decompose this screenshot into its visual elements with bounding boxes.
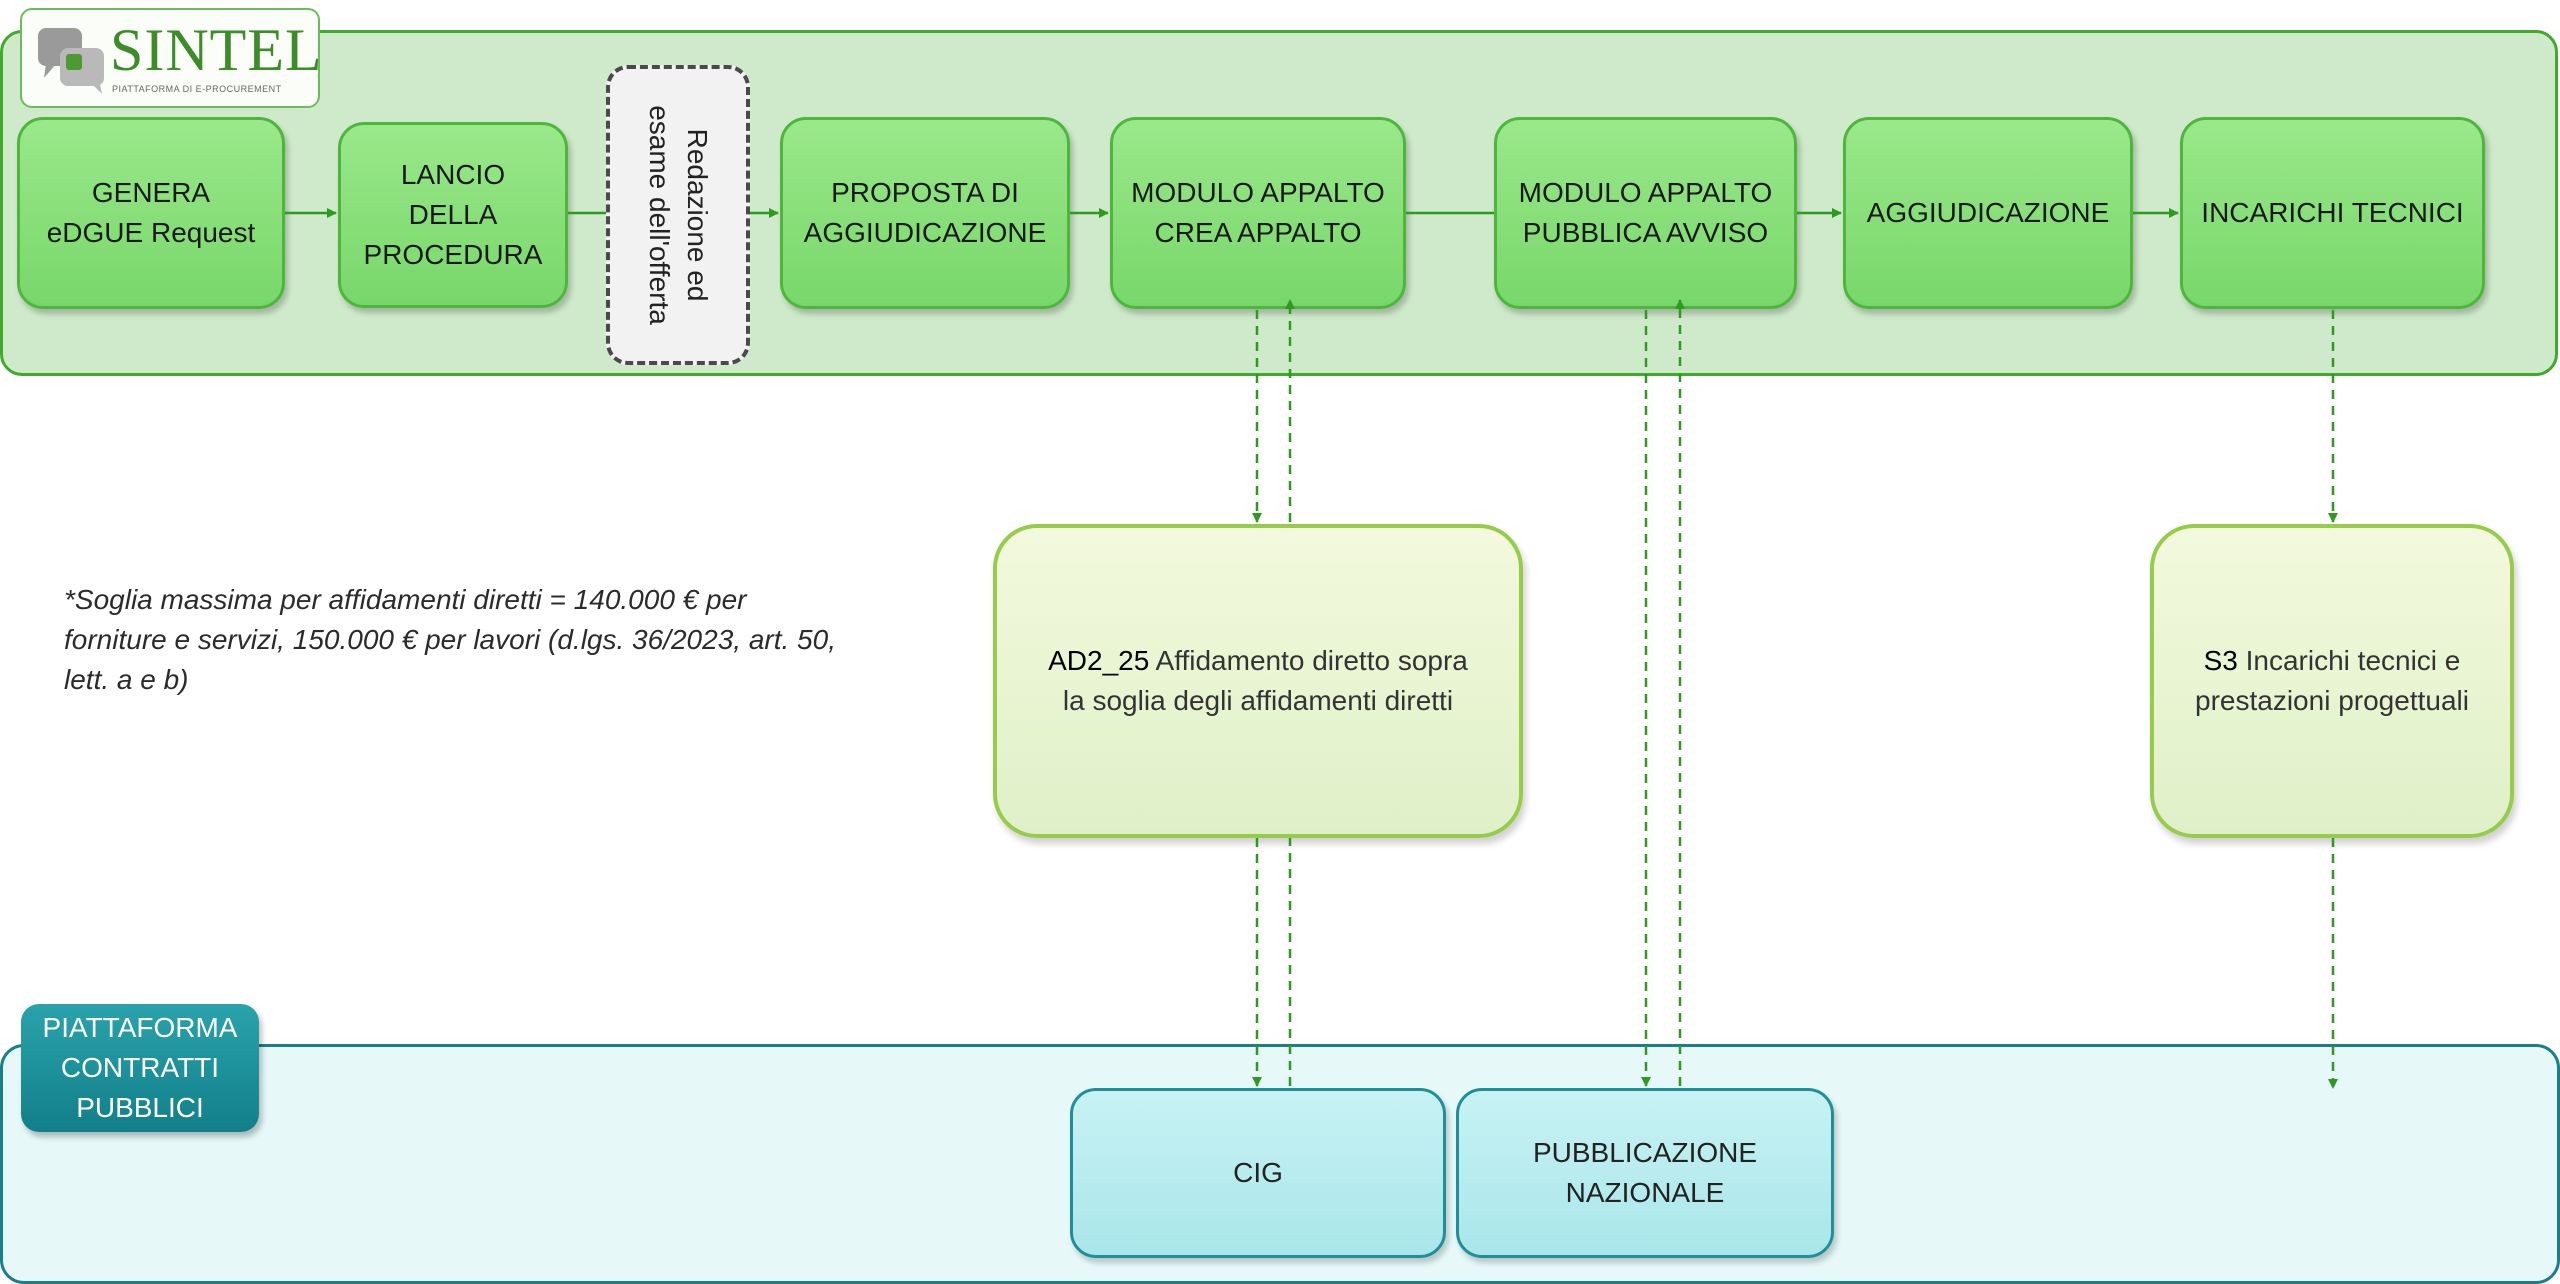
card-code: AD2_25 (1048, 645, 1150, 676)
step-label-line: PROPOSTA DI (831, 177, 1019, 208)
step-lancio-della-procedura: LANCIO DELLA PROCEDURA (338, 122, 568, 308)
card-text: Incarichi tecnici e (2245, 645, 2461, 676)
step-label-line: PUBBLICA AVVISO (1522, 217, 1769, 248)
step-label-line: PROCEDURA (363, 239, 543, 270)
step-label-line: AGGIUDICAZIONE (803, 217, 1047, 248)
step-label-line: esame dell'offerta (644, 105, 675, 325)
output-cig: CIG (1070, 1088, 1446, 1258)
platform-label-line: CONTRATTI (60, 1052, 220, 1083)
step-label-line: Redazione ed (682, 128, 713, 302)
step-label-line: eDGUE Request (46, 217, 256, 248)
step-incarichi-tecnici: INCARICHI TECNICI (2180, 117, 2485, 309)
step-redazione-esame-offerta (606, 65, 750, 365)
step-aggiudicazione: AGGIUDICAZIONE (1843, 117, 2133, 309)
platform-label-line: PIATTAFORMA (42, 1012, 238, 1043)
card-ad2-25: AD2_25 Affidamento diretto sopra la sogl… (993, 524, 1523, 838)
card-text: Affidamento diretto sopra (1155, 645, 1468, 676)
card-s3: S3 Incarichi tecnici e prestazioni proge… (2150, 524, 2514, 838)
step-label-line: AGGIUDICAZIONE (1866, 197, 2110, 228)
card-code: S3 (2203, 645, 2238, 676)
output-label-line: NAZIONALE (1565, 1177, 1725, 1208)
output-label: CIG (1233, 1157, 1283, 1188)
step-label-line: LANCIO (400, 159, 506, 190)
step-proposta-di-aggiudicazione: PROPOSTA DI AGGIUDICAZIONE (780, 117, 1070, 309)
step-modulo-appalto-crea-appalto: MODULO APPALTO CREA APPALTO (1110, 117, 1406, 309)
output-pubblicazione-nazionale: PUBBLICAZIONE NAZIONALE (1456, 1088, 1834, 1258)
step-label-line: INCARICHI TECNICI (2201, 197, 2464, 228)
speech-bubbles-icon (38, 28, 104, 94)
step-label-line: GENERA (91, 177, 211, 208)
card-text-line2: prestazioni progettuali (2195, 685, 2469, 716)
output-label-line: PUBBLICAZIONE (1532, 1137, 1758, 1168)
step-modulo-appalto-pubblica-avviso: MODULO APPALTO PUBBLICA AVVISO (1494, 117, 1797, 309)
platform-label-line: PUBBLICI (76, 1092, 204, 1123)
piattaforma-contratti-pubblici-label: PIATTAFORMA CONTRATTI PUBBLICI (21, 1004, 259, 1132)
step-label-line: MODULO APPALTO (1518, 177, 1773, 208)
logo-subtitle: PIATTAFORMA DI E-PROCUREMENT (112, 84, 282, 94)
sintel-logo: SINTEL PIATTAFORMA DI E-PROCUREMENT (20, 8, 323, 108)
card-text-line2: la soglia degli affidamenti diretti (1062, 685, 1454, 716)
step-genera-edgue-request: GENERA eDGUE Request (17, 117, 285, 309)
logo-title: SINTEL (110, 17, 323, 83)
threshold-note: *Soglia massima per affidamenti diretti … (64, 584, 836, 695)
step-label-line: MODULO APPALTO (1131, 177, 1385, 208)
step-redazione-label: Redazione ed esame dell'offerta (640, 105, 716, 325)
step-label-line: CREA APPALTO (1154, 217, 1362, 248)
step-label-line: DELLA (408, 199, 498, 230)
